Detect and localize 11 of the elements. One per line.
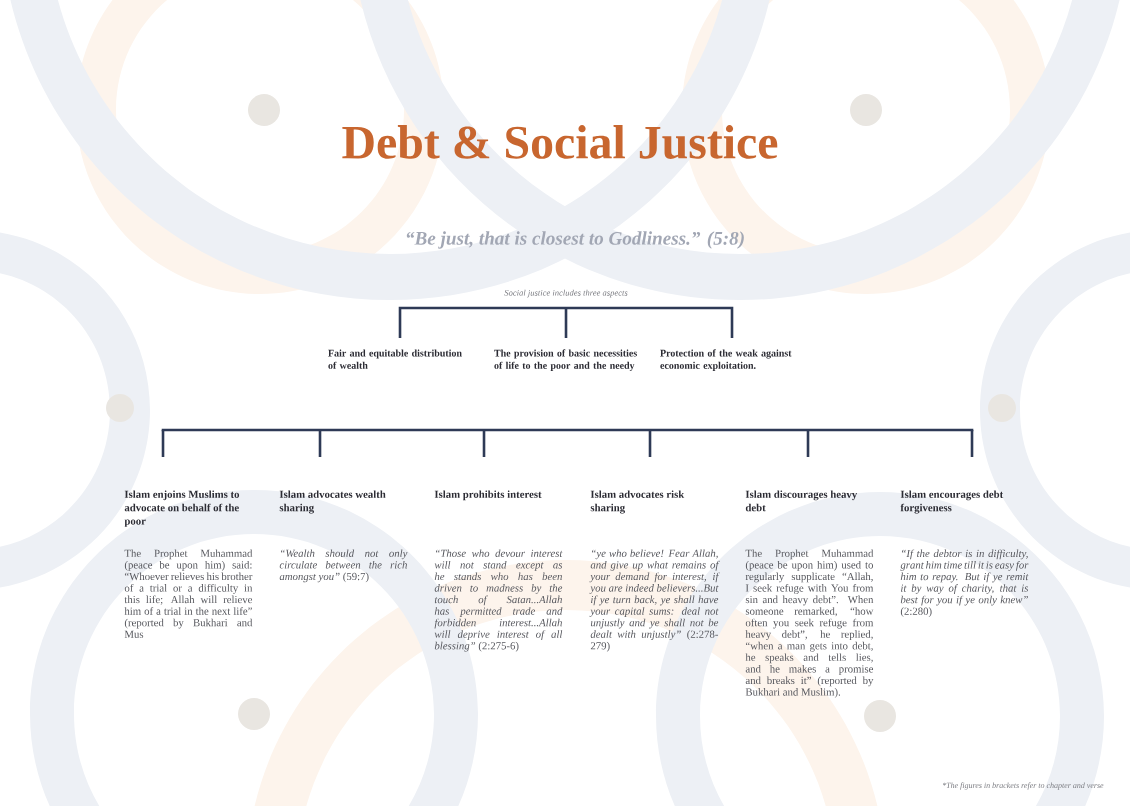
connector-line <box>648 430 652 457</box>
connector-line <box>806 430 810 457</box>
connector-line <box>482 430 486 457</box>
connector-line <box>161 430 165 457</box>
connector-line <box>398 306 566 338</box>
connector-line <box>318 430 322 457</box>
title: Debt & Social Justice <box>342 125 778 159</box>
connector-line <box>564 308 568 338</box>
connector-line <box>970 430 974 457</box>
connector-line <box>566 306 734 338</box>
quote-subtitle: “Be just, that is closest to Godliness.” (5:8) <box>406 231 744 249</box>
